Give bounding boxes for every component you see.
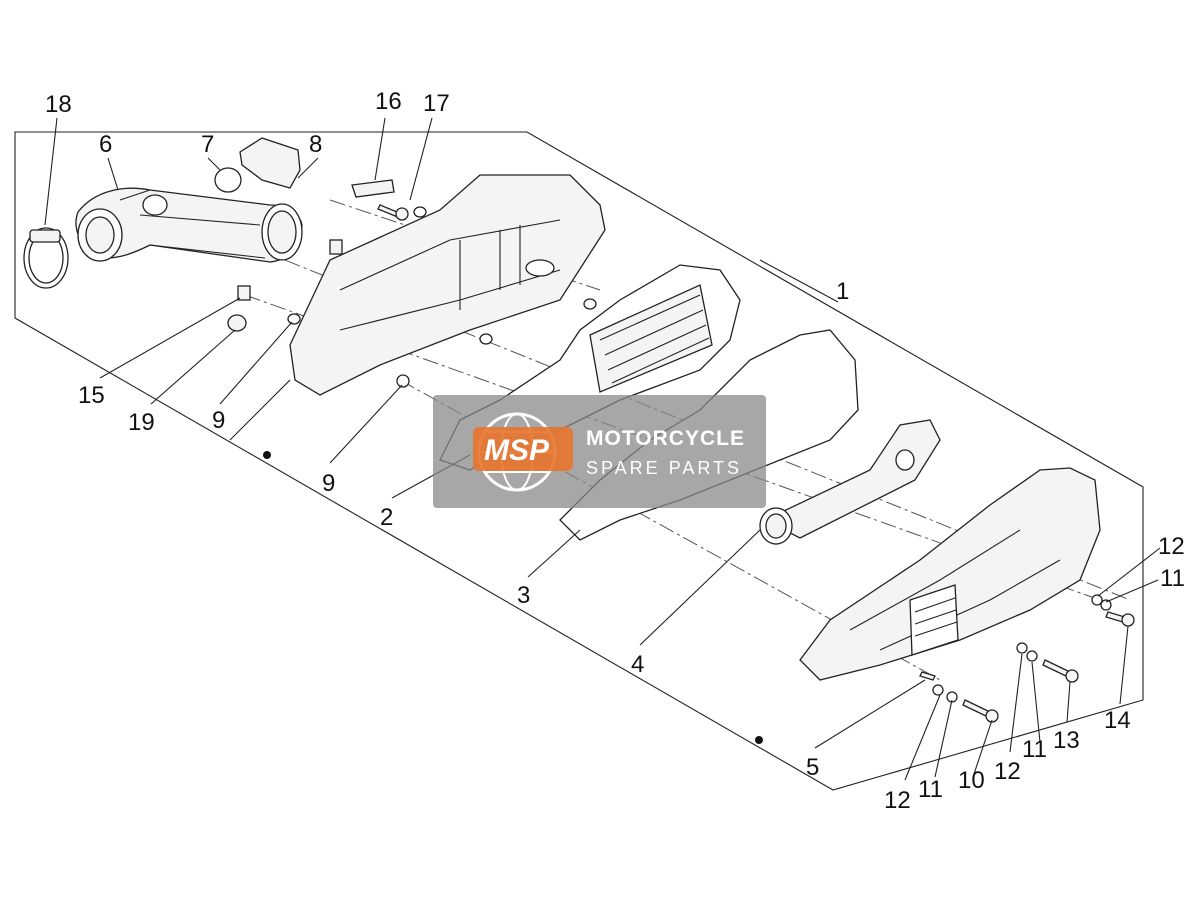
ref-dot-left (263, 451, 271, 459)
watermark-box (433, 395, 766, 508)
part-8-cap (239, 137, 301, 189)
callout-15: 15 (78, 382, 105, 409)
callout-9-a: 9 (212, 407, 225, 434)
callout-18: 18 (45, 91, 72, 118)
part-4-intake-pipe (759, 419, 941, 545)
callout-13: 13 (1053, 727, 1080, 754)
callout-19: 19 (128, 409, 155, 436)
ref-dot-right (755, 736, 763, 744)
callout-11-c: 11 (1160, 565, 1185, 592)
part-17-bolt (377, 204, 427, 221)
callouts: 18 6 7 8 16 17 1 15 19 9 9 2 3 4 5 12 11… (45, 88, 1185, 814)
callout-4: 4 (631, 651, 644, 678)
part-15-clip (237, 285, 251, 301)
callout-2: 2 (380, 504, 393, 531)
callout-12-b: 12 (994, 758, 1021, 785)
watermark-line2: SPARE PARTS (586, 458, 742, 478)
callout-11-a: 11 (918, 776, 943, 803)
fasteners-right (919, 594, 1135, 723)
part-6-intake-duct (75, 187, 303, 263)
watermark-logo-badge (473, 427, 573, 471)
callout-9-b: 9 (322, 470, 335, 497)
callout-5: 5 (806, 754, 819, 781)
callout-16: 16 (375, 88, 402, 115)
part-16-bracket (351, 179, 395, 198)
callout-1: 1 (836, 278, 849, 305)
part-15-clip-upper (329, 239, 343, 255)
watermark: MSP MOTORCYCLE SPARE PARTS (433, 395, 766, 508)
callout-6: 6 (99, 131, 112, 158)
part-7-o-ring (214, 167, 242, 193)
callout-7: 7 (201, 131, 214, 158)
part-19-nut (227, 314, 247, 332)
callout-12-a: 12 (884, 787, 911, 814)
part-5-airbox-cover (799, 467, 1101, 681)
callout-12-c: 12 (1158, 533, 1185, 560)
watermark-logo: MSP (484, 434, 550, 467)
assembly-frame (14, 131, 1144, 791)
callout-10: 10 (958, 767, 985, 794)
callout-8: 8 (309, 131, 322, 158)
airbox-lower-body (289, 174, 606, 396)
watermark-line1: MOTORCYCLE (586, 427, 745, 450)
callout-3: 3 (517, 582, 530, 609)
callout-14: 14 (1104, 707, 1131, 734)
part-18-hose-clamp (23, 227, 69, 289)
callout-17: 17 (423, 90, 450, 117)
callout-11-b: 11 (1022, 736, 1047, 763)
